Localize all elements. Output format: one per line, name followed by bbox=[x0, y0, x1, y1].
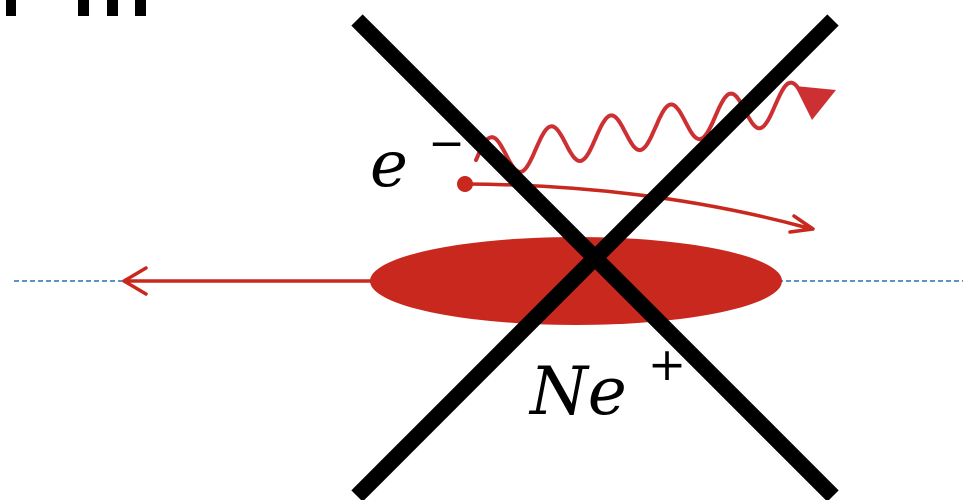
electron-symbol: e bbox=[370, 128, 408, 202]
electron-dot bbox=[457, 176, 473, 192]
ion-label: Ne + bbox=[528, 337, 686, 430]
arrow-left-icon bbox=[122, 266, 372, 296]
cropped-text-fragment bbox=[6, 0, 146, 16]
wavy-arrow-icon bbox=[474, 80, 836, 174]
ion-symbol: Ne bbox=[528, 353, 627, 430]
electron-label: e − bbox=[370, 118, 465, 202]
x-cross-icon bbox=[351, 14, 839, 500]
